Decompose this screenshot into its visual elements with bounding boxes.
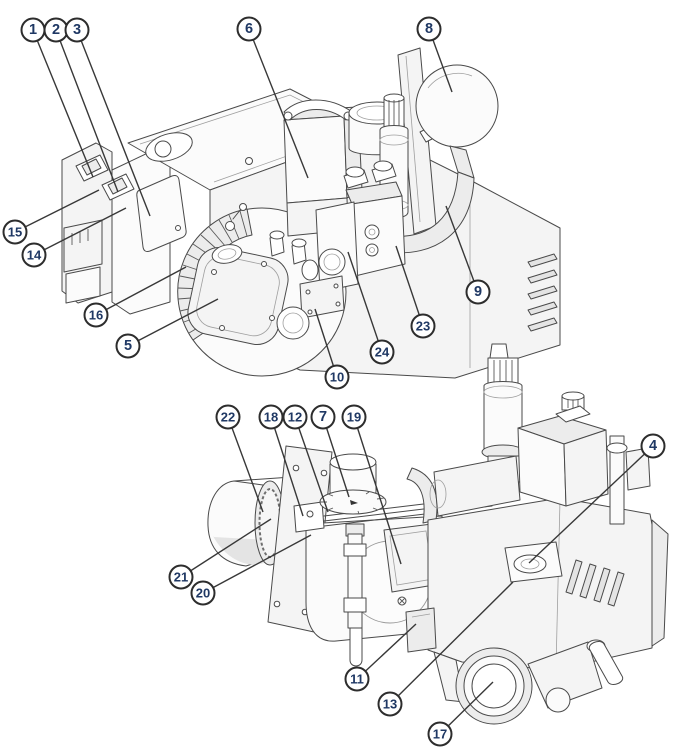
callout-number-10: 10	[330, 370, 344, 385]
corner-bracket	[405, 607, 437, 653]
callout-circle-5	[115, 333, 141, 359]
callout-number-24: 24	[375, 345, 390, 360]
valve-solenoid-2	[555, 405, 591, 423]
leader-line-24	[347, 251, 383, 353]
callout-circle-12	[282, 404, 308, 430]
callout-number-6: 6	[245, 21, 253, 37]
callout-number-2: 2	[52, 22, 60, 38]
callout-circle-24	[369, 339, 395, 365]
callout-circle-17	[427, 721, 453, 747]
body-vent-slats	[527, 253, 558, 332]
callout-circle-9	[465, 279, 491, 305]
callout-circle-19	[341, 404, 367, 430]
leader-line-7	[322, 416, 350, 498]
callout-circle-3	[64, 17, 90, 43]
callout-number-11: 11	[350, 672, 364, 687]
callout-circle-7	[310, 404, 336, 430]
inspection-cap	[513, 554, 547, 574]
callout-circle-14	[21, 242, 47, 268]
leader-line-4	[528, 445, 654, 564]
callout-number-5: 5	[124, 338, 132, 354]
callout-circle-10	[324, 364, 350, 390]
terminal-box-lower	[65, 266, 101, 304]
callout-circle-8	[416, 16, 442, 42]
callout-number-1: 1	[29, 22, 37, 38]
leader-line-6	[248, 28, 309, 179]
valve-solenoid-top-1	[345, 166, 365, 178]
terminal-box	[63, 219, 103, 273]
leader-line-5	[127, 298, 219, 347]
leader-line-18	[270, 416, 304, 517]
callout-number-19: 19	[347, 410, 361, 425]
callout-circle-15	[2, 219, 28, 245]
gas-valve-main	[351, 195, 406, 277]
callout-number-20: 20	[196, 586, 210, 601]
callout-circle-20	[190, 580, 216, 606]
leader-line-19	[353, 416, 402, 565]
callout-circle-21	[168, 564, 194, 590]
callout-number-23: 23	[416, 319, 430, 334]
leader-line-16	[95, 266, 187, 316]
callout-number-3: 3	[73, 22, 81, 38]
housing-vent-slats	[565, 559, 625, 607]
leader-line-11	[356, 623, 417, 680]
manifold-flange	[299, 275, 345, 319]
pressure-switch-knob	[276, 306, 310, 340]
actuator-knob	[489, 343, 509, 359]
callout-circle-22	[215, 404, 241, 430]
ball-knob	[415, 64, 499, 148]
leader-line-21	[180, 518, 272, 578]
callout-number-12: 12	[288, 410, 302, 425]
leader-line-9	[445, 205, 479, 293]
cover-cap	[211, 244, 243, 264]
control-box	[283, 115, 348, 204]
callout-number-7: 7	[319, 409, 327, 425]
callout-circle-16	[83, 302, 109, 328]
callout-number-15: 15	[8, 225, 22, 240]
side-cover-panel	[136, 175, 187, 252]
gas-manifold	[433, 455, 521, 517]
callout-circle-13	[377, 691, 403, 717]
callout-circle-4	[640, 433, 666, 459]
callout-number-17: 17	[433, 727, 447, 742]
callout-circle-23	[410, 313, 436, 339]
leader-line-12	[294, 416, 329, 513]
callout-number-14: 14	[27, 248, 42, 263]
curved-arm	[385, 171, 475, 254]
blower-cone	[527, 641, 603, 709]
leader-line-15	[14, 189, 100, 233]
leader-line-23	[395, 245, 424, 327]
leader-line-20	[202, 534, 312, 594]
bottom-burner-illustration	[207, 343, 669, 725]
callout-number-9: 9	[474, 284, 482, 300]
leader-line-22	[227, 416, 264, 513]
callout-circle-11	[344, 666, 370, 692]
top-burner-illustration	[61, 47, 561, 379]
leader-line-13	[389, 581, 514, 705]
callout-number-13: 13	[383, 697, 397, 712]
leader-line-1	[32, 29, 94, 178]
housing-side-panel	[651, 519, 669, 647]
callout-number-21: 21	[174, 570, 188, 585]
callout-number-18: 18	[264, 410, 278, 425]
callout-number-22: 22	[221, 410, 235, 425]
callout-circle-6	[236, 16, 262, 42]
leader-line-2	[55, 29, 119, 193]
valve-solenoid-top-2	[373, 160, 393, 172]
callout-number-8: 8	[425, 21, 433, 37]
callout-number-4: 4	[649, 438, 657, 454]
leader-line-14	[33, 207, 127, 256]
callout-number-16: 16	[89, 308, 103, 323]
leader-line-3	[76, 29, 151, 217]
